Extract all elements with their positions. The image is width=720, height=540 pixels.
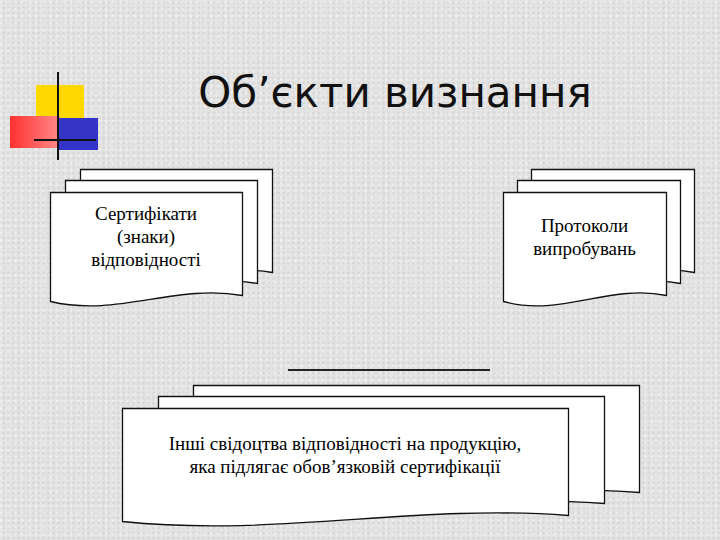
document-stack: Сертифікати (знаки) відповідності [50, 192, 242, 305]
decor-line [57, 72, 59, 160]
blue-square [58, 118, 98, 150]
document-label: Інші свідоцтва відповідності на продукці… [160, 433, 530, 479]
slide-title: Об’єкти визнання [120, 68, 670, 117]
document-sheet [504, 193, 667, 306]
red-square [10, 116, 60, 148]
document-label: Протоколи випробувань [515, 215, 655, 261]
blank-line [288, 369, 490, 371]
document-label: Сертифікати (знаки) відповідності [71, 203, 221, 271]
document-sheet [51, 193, 243, 306]
document-stack: Інші свідоцтва відповідності на продукці… [122, 408, 568, 525]
decor-line [34, 139, 96, 141]
document-sheet [123, 409, 569, 526]
document-stack: Протоколи випробувань [503, 192, 666, 305]
